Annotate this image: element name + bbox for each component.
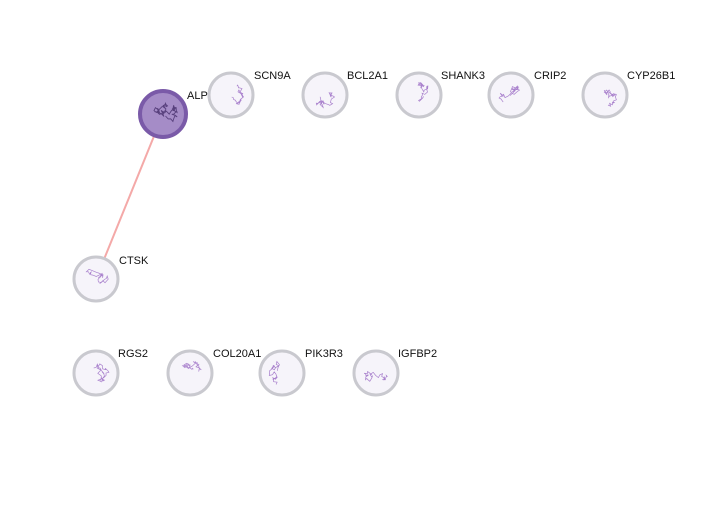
node-col20a1[interactable]: COL20A1 — [166, 348, 261, 397]
node-label-rgs2: RGS2 — [118, 348, 148, 360]
node-cyp26b1[interactable]: CYP26B1 — [581, 70, 675, 119]
protein-structure-pik3r3 — [268, 360, 280, 385]
protein-structure-cyp26b1 — [603, 89, 617, 107]
protein-structure-scn9a — [231, 84, 244, 105]
protein-structure-col20a1 — [181, 360, 202, 372]
protein-structure-bcl2a1 — [315, 92, 336, 109]
node-circle-col20a1[interactable] — [166, 349, 214, 397]
node-label-cyp26b1: CYP26B1 — [627, 70, 675, 82]
node-circle-rgs2[interactable] — [72, 349, 120, 397]
node-crip2[interactable]: CRIP2 — [487, 70, 566, 119]
node-label-alp: ALP — [187, 90, 208, 102]
node-label-col20a1: COL20A1 — [213, 348, 261, 360]
node-pik3r3[interactable]: PIK3R3 — [258, 348, 343, 397]
edges-layer — [95, 113, 164, 280]
protein-structure-rgs2 — [93, 363, 110, 383]
node-circle-cyp26b1[interactable] — [581, 71, 629, 119]
node-shank3[interactable]: SHANK3 — [395, 70, 485, 119]
node-label-ctsk: CTSK — [119, 255, 149, 267]
node-ctsk[interactable]: CTSK — [72, 255, 149, 303]
node-circle-ctsk[interactable] — [72, 255, 120, 303]
protein-structure-igfbp2 — [363, 371, 389, 382]
node-circle-scn9a[interactable] — [207, 71, 255, 119]
node-label-crip2: CRIP2 — [534, 70, 566, 82]
protein-structure-alp — [153, 102, 178, 123]
node-circle-igfbp2[interactable] — [352, 349, 400, 397]
protein-structure-crip2 — [498, 85, 520, 103]
protein-structure-shank3 — [417, 82, 429, 102]
node-label-shank3: SHANK3 — [441, 70, 485, 82]
node-label-pik3r3: PIK3R3 — [305, 348, 343, 360]
protein-structure-ctsk — [85, 268, 109, 284]
node-rgs2[interactable]: RGS2 — [72, 348, 148, 397]
node-igfbp2[interactable]: IGFBP2 — [352, 348, 437, 397]
node-label-scn9a: SCN9A — [254, 70, 291, 82]
node-label-igfbp2: IGFBP2 — [398, 348, 437, 360]
node-bcl2a1[interactable]: BCL2A1 — [301, 70, 388, 119]
node-circle-shank3[interactable] — [395, 71, 443, 119]
node-circle-bcl2a1[interactable] — [301, 71, 349, 119]
node-circle-pik3r3[interactable] — [258, 349, 306, 397]
node-label-bcl2a1: BCL2A1 — [347, 70, 388, 82]
node-scn9a[interactable]: SCN9A — [207, 70, 291, 119]
edge-alp-ctsk[interactable] — [95, 113, 164, 280]
node-alp[interactable]: ALP — [138, 89, 208, 139]
